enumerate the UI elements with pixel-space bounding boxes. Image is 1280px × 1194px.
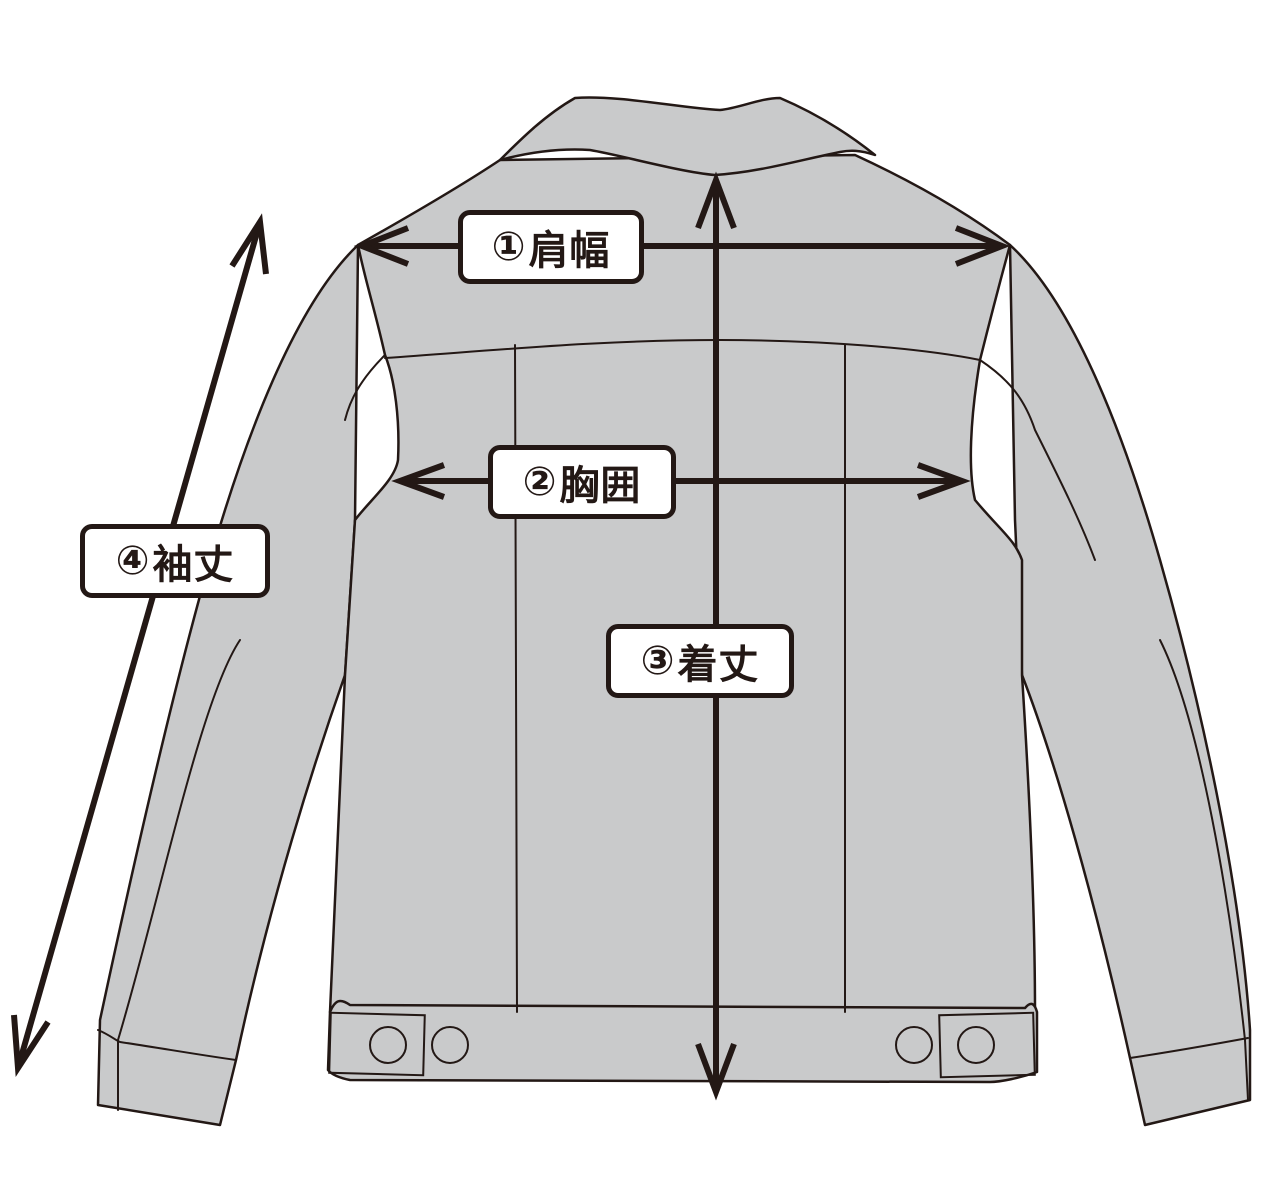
right-sleeve-seam <box>1159 639 1249 1101</box>
button-icon <box>369 1026 407 1064</box>
label-chest: ② 胸囲 <box>488 445 676 519</box>
yoke-seam <box>384 338 981 361</box>
measure-number: ④ <box>115 538 151 584</box>
right-armhole <box>979 359 1096 561</box>
measure-label: 肩幅 <box>528 228 611 274</box>
waistband-tab-left <box>328 1011 426 1077</box>
button-icon <box>957 1026 995 1064</box>
measure-label: 着丈 <box>677 642 760 688</box>
button-icon <box>431 1026 469 1064</box>
waistband <box>326 999 1039 1084</box>
collar <box>498 96 877 177</box>
label-sleeve-length: ④ 袖丈 <box>80 524 270 598</box>
left-sleeve-seam <box>117 639 241 1111</box>
label-body-length: ③ 着丈 <box>606 624 794 698</box>
label-shoulder-width: ① 肩幅 <box>458 210 644 284</box>
left-armhole <box>344 354 386 421</box>
right-sleeve <box>1008 243 1252 1127</box>
measure-number: ③ <box>640 638 676 684</box>
waistband-tab-right <box>938 1011 1036 1079</box>
sleeve-length-arrow <box>15 221 263 1069</box>
left-cuff-seam <box>97 1029 237 1061</box>
button-icon <box>895 1026 933 1064</box>
left-sleeve <box>96 243 360 1127</box>
measure-label: 胸囲 <box>559 463 642 509</box>
measure-label: 袖丈 <box>152 542 235 588</box>
right-cuff-seam <box>1129 1037 1249 1059</box>
jacket-body <box>328 153 1037 1014</box>
measure-number: ① <box>491 224 527 270</box>
measure-number: ② <box>522 459 558 505</box>
